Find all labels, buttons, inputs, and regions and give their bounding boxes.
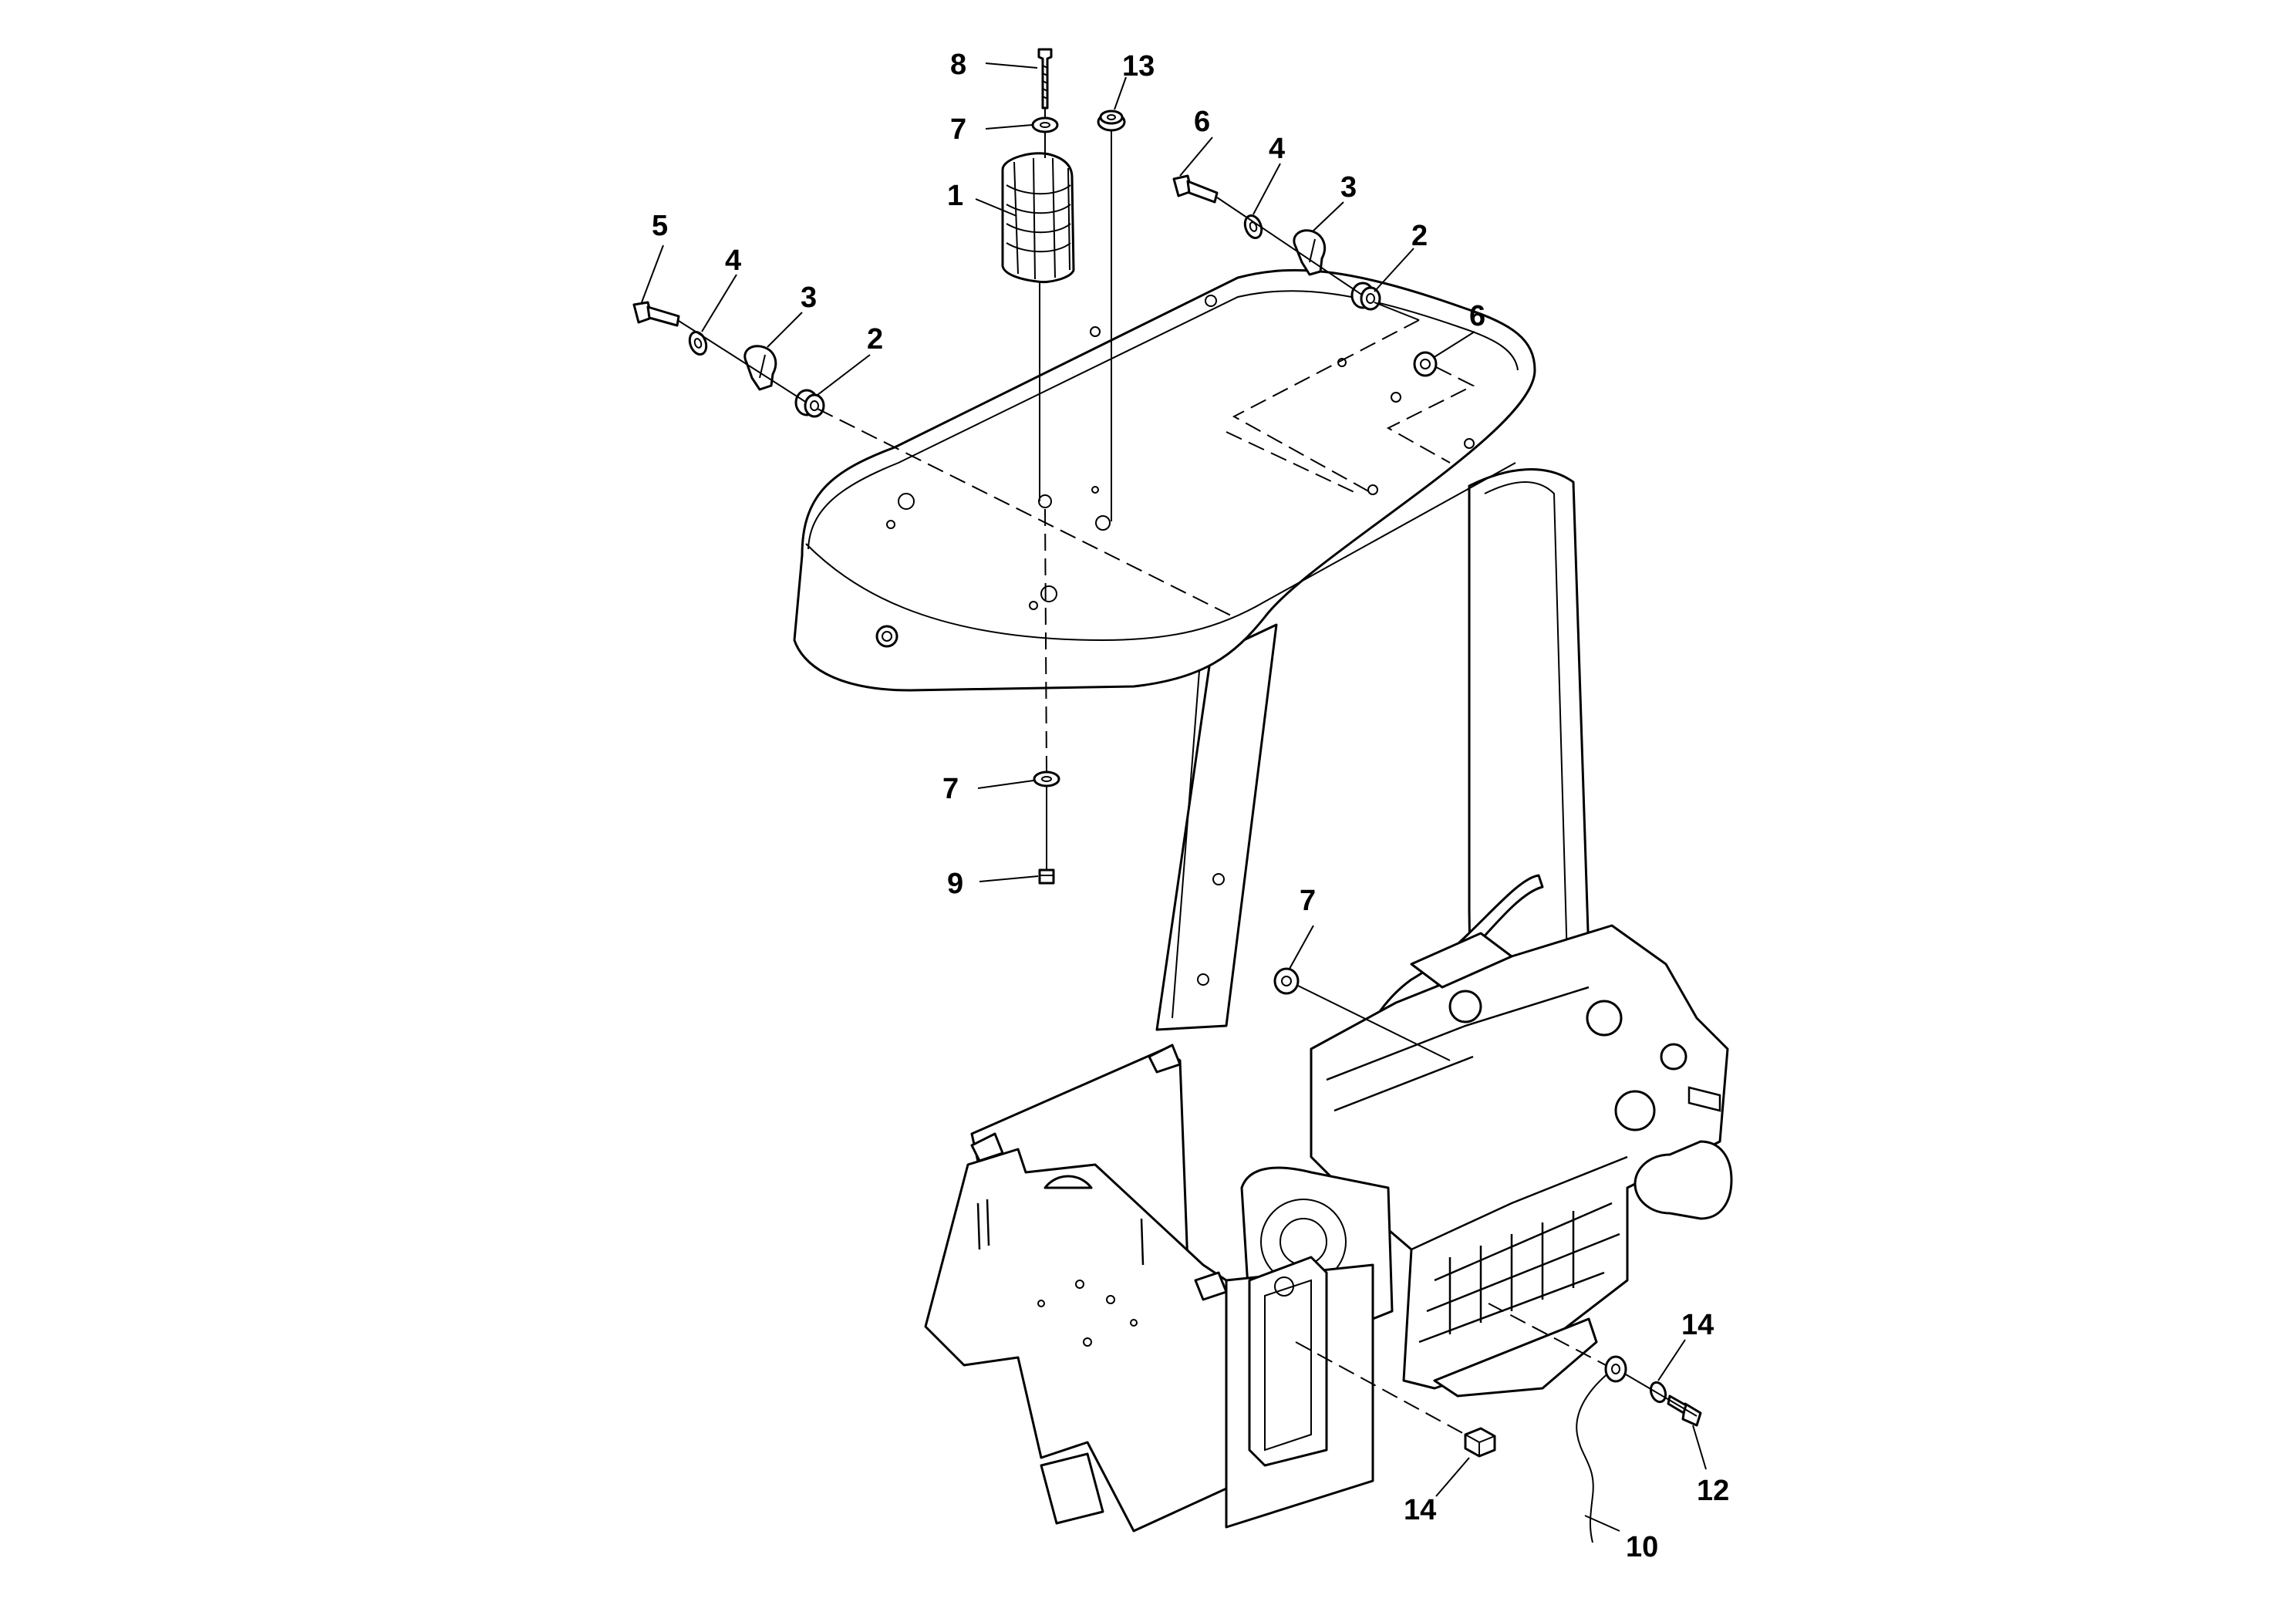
callout-labels: 8 13 7 1 6 4 3 2 6 5 4 3 2 7 9 7 14 12 1… xyxy=(652,49,1729,1563)
callout-8: 8 xyxy=(950,49,966,81)
assembly-lines xyxy=(678,108,1698,1435)
callout-9: 9 xyxy=(947,868,963,900)
callout-14: 14 xyxy=(1404,1494,1436,1526)
washer-7-top xyxy=(1031,116,1059,133)
nut-9 xyxy=(1038,868,1055,885)
callout-10: 10 xyxy=(1626,1531,1658,1563)
mount-6-upper xyxy=(1413,351,1438,377)
callout-5-right: 6 xyxy=(1194,106,1210,138)
bushing-2-right xyxy=(1350,282,1381,311)
callout-3-right: 3 xyxy=(1340,171,1357,204)
callout-5-left: 5 xyxy=(652,210,668,242)
screw-12 xyxy=(1667,1394,1702,1427)
callout-6-lower: 7 xyxy=(1300,885,1316,917)
callout-2-right: 2 xyxy=(1411,220,1428,252)
callout-4-right: 4 xyxy=(1269,133,1285,165)
clamp-3-right xyxy=(1293,229,1326,276)
callout-7-bottom: 7 xyxy=(942,773,959,805)
cable-10 xyxy=(1576,1355,1627,1543)
callout-2-left: 2 xyxy=(867,323,883,356)
callout-4-left: 4 xyxy=(725,244,741,277)
bolt-8 xyxy=(1037,48,1053,110)
mount-6-lower xyxy=(1273,967,1300,995)
washer-4-right xyxy=(1243,214,1263,240)
clamp-3-left xyxy=(743,345,777,391)
screw-5-right xyxy=(1172,174,1219,204)
callout-13: 14 xyxy=(1681,1309,1714,1341)
callout-6-upper: 6 xyxy=(1469,300,1485,332)
washer-13 xyxy=(1649,1381,1667,1404)
callout-11: 13 xyxy=(1122,50,1155,83)
beacon-lamp xyxy=(1001,152,1075,284)
relay-14 xyxy=(1464,1427,1496,1458)
callout-3-left: 3 xyxy=(801,282,817,314)
grommet-11 xyxy=(1097,110,1126,132)
screw-5-left xyxy=(632,301,680,327)
battery-box xyxy=(1248,1256,1328,1467)
callout-leaders xyxy=(641,62,1707,1532)
callout-7-top: 7 xyxy=(950,113,966,146)
callout-12: 12 xyxy=(1697,1475,1729,1507)
callout-1: 1 xyxy=(947,180,963,212)
washer-4-left xyxy=(688,330,708,356)
washer-7-bottom xyxy=(1033,771,1060,787)
bushing-2-left xyxy=(794,389,825,418)
